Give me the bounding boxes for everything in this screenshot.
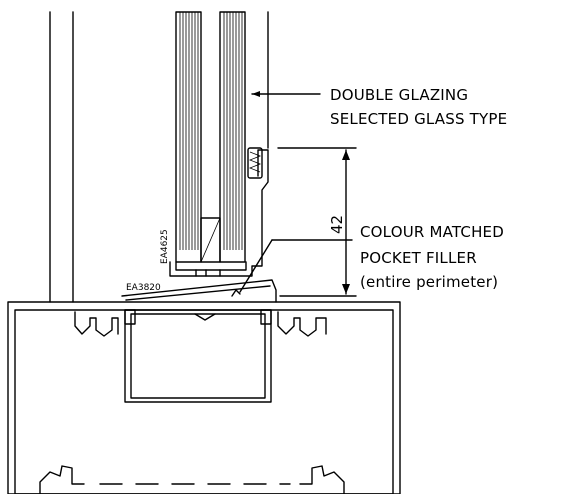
- glazing-spacer: [200, 217, 221, 263]
- dimension-value: 42: [328, 215, 346, 234]
- leader-double-glazing: [251, 91, 321, 97]
- label-filler-line3: (entire perimeter): [360, 273, 498, 291]
- glazing-rebate-ea4625: [169, 149, 269, 277]
- glazing-gasket: [247, 147, 263, 179]
- label-ea3820: EA3820: [126, 283, 161, 293]
- label-filler-line1: COLOUR MATCHED: [360, 223, 504, 241]
- glass-pane-right: [219, 11, 246, 263]
- label-ea4625: EA4625: [160, 229, 170, 264]
- dimension-line: [277, 147, 357, 297]
- leader-pocket-filler: [239, 239, 353, 293]
- label-glazing-line2: SELECTED GLASS TYPE: [330, 110, 507, 128]
- pocket-filler-ea3820: [121, 279, 277, 303]
- glass-pane-left: [175, 11, 202, 263]
- frame-section: [7, 301, 401, 494]
- left-frame-lines: [49, 11, 269, 303]
- label-filler-line2: POCKET FILLER: [360, 249, 477, 267]
- label-glazing-line1: DOUBLE GLAZING: [330, 86, 468, 104]
